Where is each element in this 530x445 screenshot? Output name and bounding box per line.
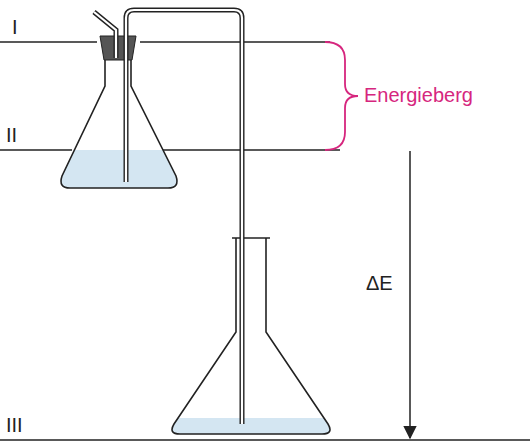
level-line — [162, 149, 340, 151]
erlenmeyer-flask — [61, 40, 177, 188]
flask-rim — [232, 237, 270, 239]
siphon-tube — [126, 10, 242, 424]
level-line — [0, 439, 530, 441]
level-label: III — [6, 414, 23, 436]
level-label: II — [6, 124, 17, 146]
level-line — [0, 149, 72, 151]
liquid — [160, 418, 340, 438]
level-lines — [0, 42, 530, 440]
level-line — [140, 41, 330, 43]
energy-bracket — [325, 42, 358, 150]
erlenmeyer-flask — [172, 238, 330, 434]
energy-label: ΔE — [366, 272, 393, 294]
glass-tube — [94, 12, 116, 58]
level-line — [0, 41, 97, 43]
level-label: I — [12, 16, 18, 38]
energy-arrow — [409, 151, 411, 438]
bracket-label: Energieberg — [364, 84, 473, 106]
